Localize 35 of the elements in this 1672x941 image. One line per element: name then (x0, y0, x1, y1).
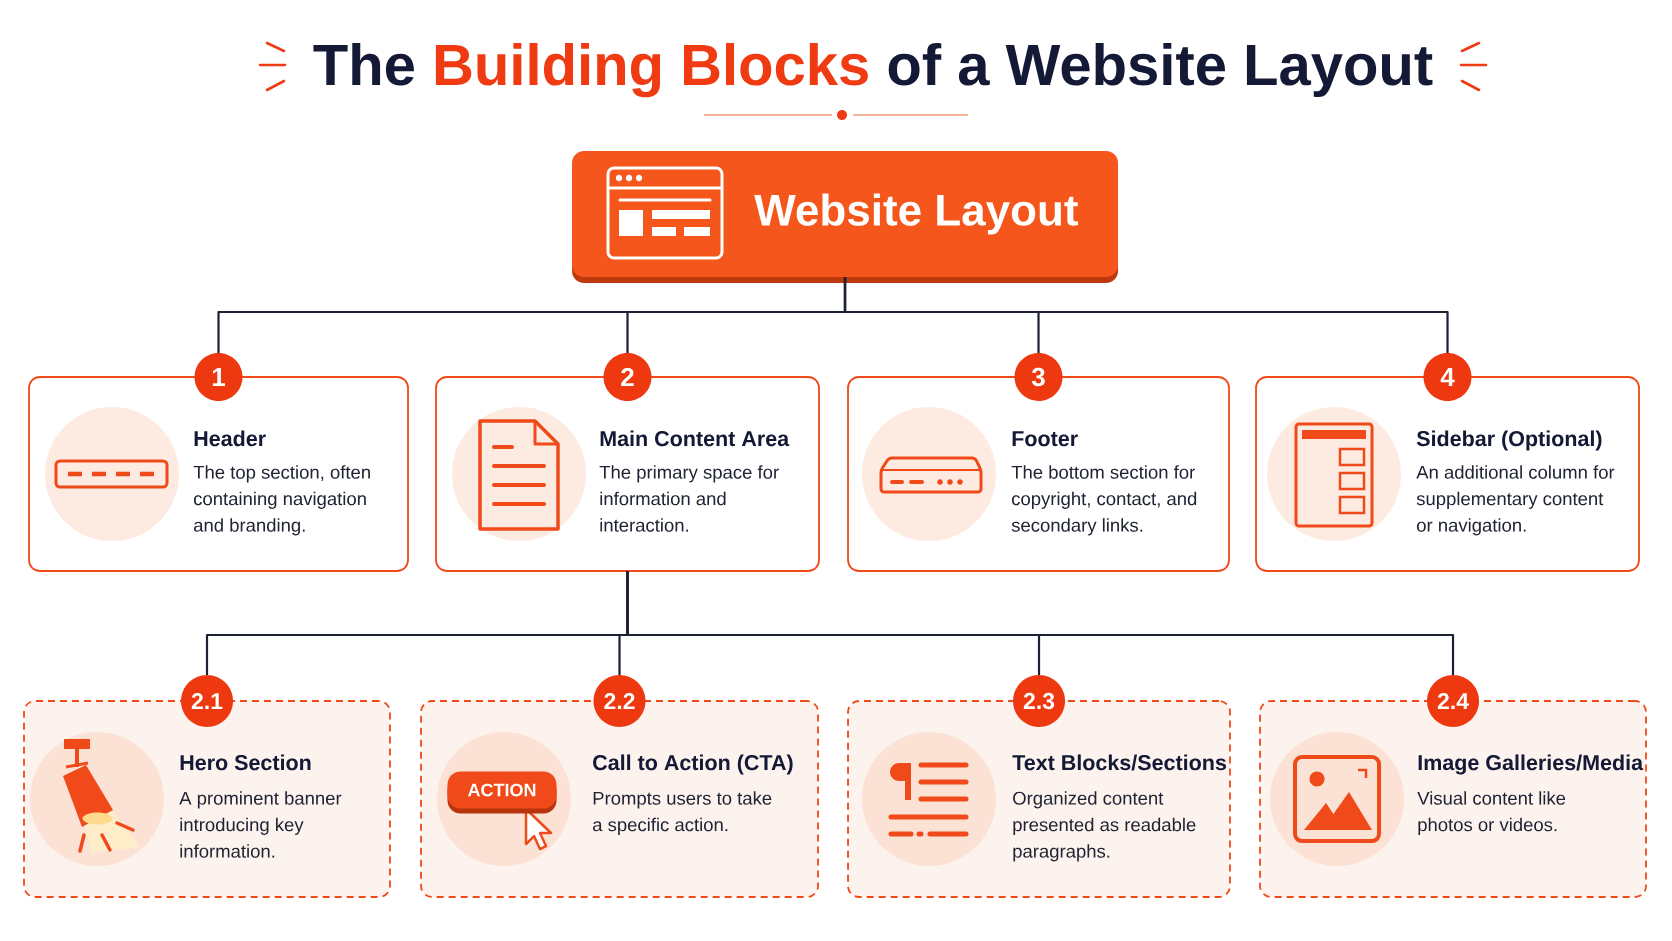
card-title: Image Galleries/Media (1418, 754, 1644, 775)
card-text: A prominent banner introducing key information. (179, 791, 342, 858)
info-card (23, 675, 391, 898)
number-badge: 2.3 (1013, 675, 1065, 727)
info-card (1259, 675, 1647, 898)
card-title: Footer (1012, 431, 1078, 447)
card-text: Organized content presented as readable paragraphs. (1013, 791, 1196, 862)
info-card (435, 353, 820, 572)
card-text: An additional column for supplementary content or navigation. (1416, 465, 1615, 536)
info-card (847, 675, 1231, 898)
card-title: Header (194, 430, 266, 447)
number-badge: 2 (603, 353, 652, 401)
number-badge: 2.1 (181, 675, 233, 727)
number-badge: 2.2 (593, 675, 646, 727)
number-badge: 4 (1423, 353, 1472, 401)
card-text: Visual content like photos or videos. (1417, 791, 1566, 835)
title: The Building Blocks of a Website Layout (313, 42, 1433, 98)
card-title: Call to Action (CTA) (593, 754, 793, 775)
info-card (1255, 353, 1640, 572)
card-text: The bottom section for copyright, contact, and secondary links. (1011, 465, 1197, 536)
card-title: Hero Section (180, 754, 311, 771)
info-card (847, 353, 1230, 572)
card-title: Main Content Area (600, 430, 790, 447)
card-title: Text Blocks/Sections (1012, 754, 1226, 771)
root-box: Website Layout (572, 151, 1118, 283)
card-text: Prompts users to take a specific action. (593, 791, 772, 835)
number-badge: 3 (1014, 353, 1063, 401)
info-card (420, 675, 819, 898)
number-badge: 2.4 (1427, 675, 1479, 727)
card-title: Sidebar (Optional) (1416, 430, 1602, 451)
card-text: The primary space for information and interaction. (599, 465, 779, 532)
number-badge: 1 (194, 353, 243, 401)
action-button: ACTION (447, 771, 557, 814)
card-text: The top section, often containing navigation and branding. (193, 465, 370, 536)
info-card (28, 353, 409, 572)
